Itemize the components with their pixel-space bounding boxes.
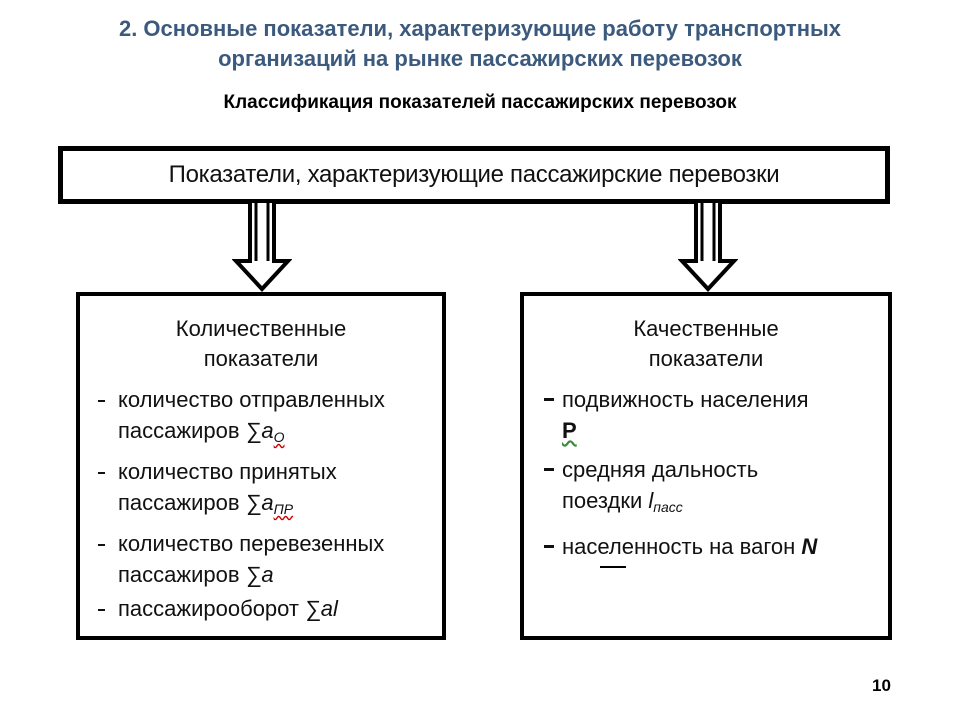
decorative-line xyxy=(600,566,626,568)
item-text: количество перевезенных xyxy=(118,531,385,556)
item-symbol: ∑a xyxy=(245,562,274,587)
list-item: пассажирооборот ∑al xyxy=(80,593,442,624)
list-item: количество перевезенных пассажиров ∑a xyxy=(80,528,442,590)
item-text: пассажиров xyxy=(118,418,240,443)
item-text: пассажиров xyxy=(118,490,240,515)
list-item: подвижность населения P xyxy=(524,384,888,446)
list-item: средняя дальность поездки lпасс xyxy=(524,454,888,523)
qualitative-heading-line1: Качественные xyxy=(633,316,779,341)
quantitative-heading: Количественные показатели xyxy=(80,314,442,374)
bullet-dash-icon xyxy=(544,468,554,471)
item-subscript: ПР xyxy=(273,501,294,517)
item-text: средняя дальность xyxy=(562,457,759,482)
item-text: поездки xyxy=(562,488,643,513)
item-text: количество принятых xyxy=(118,459,337,484)
quantitative-list: количество отправленных пассажиров ∑aО к… xyxy=(80,384,442,624)
quantitative-indicators-box: Количественные показатели количество отп… xyxy=(76,292,446,640)
bullet-dash-icon xyxy=(544,545,554,548)
item-symbol: N xyxy=(801,534,818,559)
list-item: количество отправленных пассажиров ∑aО xyxy=(80,384,442,453)
item-subscript: пасс xyxy=(653,499,683,515)
bullet-dash-icon xyxy=(98,400,105,402)
slide-title: 2. Основные показатели, характеризующие … xyxy=(0,14,960,74)
qualitative-list: подвижность населения P средняя дальност… xyxy=(524,384,888,562)
bullet-dash-icon xyxy=(98,609,105,611)
item-symbol: ∑a xyxy=(245,418,274,443)
item-text: подвижность населения xyxy=(562,387,809,412)
item-symbol: l xyxy=(648,488,654,513)
item-subscript: О xyxy=(273,429,285,445)
bullet-dash-icon xyxy=(544,398,554,401)
item-text: населенность на вагон xyxy=(562,534,796,559)
quantitative-heading-line1: Количественные xyxy=(175,316,347,341)
slide-title-line2: организаций на рынке пассажирских перево… xyxy=(218,46,742,71)
qualitative-heading-line2: показатели xyxy=(648,346,764,371)
item-text: пассажиров xyxy=(118,562,240,587)
right-down-arrow-icon xyxy=(678,199,738,292)
item-symbol: ∑a xyxy=(245,490,274,515)
top-box: Показатели, характеризующие пассажирские… xyxy=(58,146,890,204)
quantitative-heading-line2: показатели xyxy=(203,346,319,371)
qualitative-heading: Качественные показатели xyxy=(524,314,888,374)
left-down-arrow-icon xyxy=(232,199,292,292)
list-item: количество принятых пассажиров ∑aПР xyxy=(80,456,442,525)
page-number: 10 xyxy=(872,676,891,695)
diagram-subtitle: Классификация показателей пассажирских п… xyxy=(223,92,737,113)
top-box-label: Показатели, характеризующие пассажирские… xyxy=(168,161,780,188)
bullet-dash-icon xyxy=(98,472,105,474)
item-text: количество отправленных xyxy=(118,387,385,412)
qualitative-indicators-box: Качественные показатели подвижность насе… xyxy=(520,292,892,640)
item-symbol: ∑al xyxy=(305,596,338,621)
item-text: пассажирооборот xyxy=(118,596,299,621)
item-symbol: P xyxy=(562,418,577,443)
slide-title-line1: 2. Основные показатели, характеризующие … xyxy=(118,16,842,41)
list-item: населенность на вагон N xyxy=(524,531,888,562)
bullet-dash-icon xyxy=(98,544,105,546)
